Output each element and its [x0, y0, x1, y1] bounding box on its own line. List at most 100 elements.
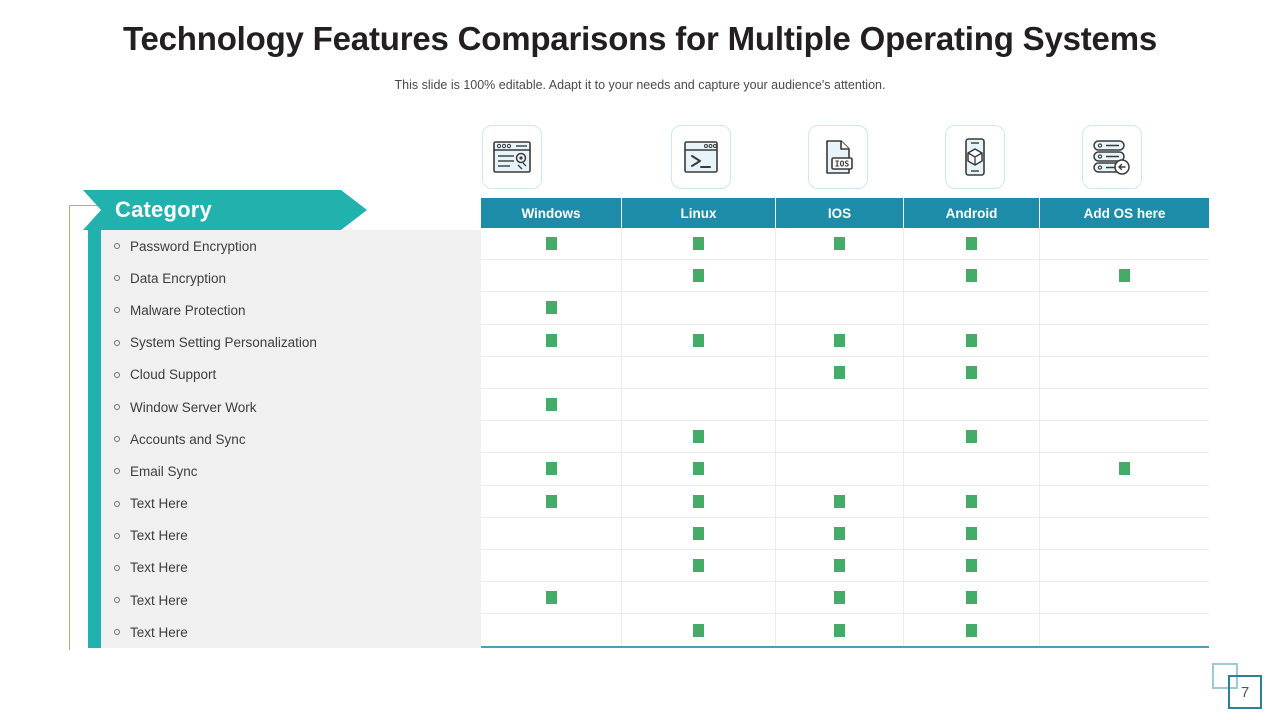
category-row-label: Data Encryption — [130, 270, 227, 286]
category-row[interactable]: Cloud Support — [114, 359, 474, 391]
matrix-cell[interactable] — [776, 485, 904, 518]
matrix-cell[interactable] — [622, 453, 776, 486]
matrix-cell[interactable] — [622, 517, 776, 550]
matrix-cell[interactable] — [776, 292, 904, 325]
matrix-cell[interactable] — [481, 228, 622, 261]
matrix-column-header[interactable]: Windows — [481, 198, 622, 228]
matrix-cell[interactable] — [904, 421, 1040, 454]
matrix-cell[interactable] — [1040, 550, 1209, 583]
matrix-cell[interactable] — [1040, 582, 1209, 615]
matrix-cell[interactable] — [904, 614, 1040, 647]
matrix-column-header[interactable]: Add OS here — [1040, 198, 1209, 228]
matrix-cell[interactable] — [622, 421, 776, 454]
check-square-icon — [966, 269, 977, 283]
category-row[interactable]: Password Encryption — [114, 230, 474, 262]
matrix-cell[interactable] — [622, 485, 776, 518]
matrix-column-header[interactable]: Android — [904, 198, 1040, 228]
matrix-cell[interactable] — [776, 517, 904, 550]
matrix-cell[interactable] — [904, 356, 1040, 389]
category-row[interactable]: Window Server Work — [114, 391, 474, 423]
matrix-cell[interactable] — [904, 453, 1040, 486]
matrix-cell[interactable] — [904, 292, 1040, 325]
matrix-cell[interactable] — [904, 517, 1040, 550]
matrix-cell[interactable] — [776, 356, 904, 389]
category-row[interactable]: Text Here — [114, 488, 474, 520]
page-number: 7 — [1240, 683, 1250, 701]
matrix-column-header[interactable]: Linux — [622, 198, 776, 228]
matrix-cell[interactable] — [481, 260, 622, 293]
category-row[interactable]: Data Encryption — [114, 262, 474, 294]
category-row[interactable]: Text Here — [114, 616, 474, 648]
matrix-cell[interactable] — [481, 388, 622, 422]
matrix-cell[interactable] — [481, 549, 622, 583]
matrix-cell[interactable] — [481, 356, 622, 389]
matrix-cell[interactable] — [776, 421, 904, 454]
matrix-cell[interactable] — [622, 292, 776, 325]
matrix-column-header[interactable]: IOS — [776, 198, 904, 228]
matrix-cell[interactable] — [904, 228, 1040, 261]
matrix-cell[interactable] — [904, 260, 1040, 293]
matrix-cell[interactable] — [481, 292, 622, 325]
category-row[interactable]: Text Here — [114, 584, 474, 616]
matrix-cell[interactable] — [622, 260, 776, 293]
matrix-cell[interactable] — [1040, 260, 1209, 293]
matrix-cell[interactable] — [776, 324, 904, 357]
matrix-cell[interactable] — [481, 485, 622, 518]
matrix-cell[interactable] — [904, 324, 1040, 357]
category-row[interactable]: Accounts and Sync — [114, 423, 474, 455]
matrix-cell[interactable] — [1040, 421, 1209, 454]
matrix-cell[interactable] — [1040, 325, 1209, 357]
matrix-cell[interactable] — [904, 388, 1040, 422]
matrix-cell[interactable] — [622, 324, 776, 357]
matrix-row — [481, 388, 1209, 422]
empty-cell-marker — [546, 430, 557, 443]
check-square-icon — [966, 365, 977, 379]
matrix-cell[interactable] — [622, 582, 776, 615]
matrix-cell[interactable] — [904, 582, 1040, 615]
matrix-cell[interactable] — [622, 549, 776, 583]
category-banner-label: Category — [115, 197, 212, 222]
matrix-cell[interactable] — [481, 582, 622, 615]
matrix-cell[interactable] — [1040, 614, 1209, 646]
matrix-cell[interactable] — [1040, 357, 1209, 389]
matrix-cell[interactable] — [776, 549, 904, 583]
category-row[interactable]: System Setting Personalization — [114, 327, 474, 359]
check-square-icon — [834, 365, 845, 379]
matrix-cell[interactable] — [904, 485, 1040, 518]
category-row-label: Email Sync — [130, 463, 198, 479]
category-row[interactable]: Text Here — [114, 552, 474, 584]
matrix-cell[interactable] — [481, 324, 622, 357]
category-row-label: System Setting Personalization — [130, 335, 317, 351]
matrix-cell[interactable] — [1040, 389, 1209, 422]
check-square-icon — [693, 623, 704, 637]
matrix-cell[interactable] — [776, 582, 904, 615]
matrix-cell[interactable] — [904, 549, 1040, 583]
matrix-cell[interactable] — [622, 228, 776, 261]
matrix-cell[interactable] — [1040, 228, 1209, 261]
matrix-cell[interactable] — [622, 388, 776, 422]
category-row[interactable]: Email Sync — [114, 455, 474, 487]
category-row[interactable]: Text Here — [114, 520, 474, 552]
matrix-cell[interactable] — [776, 614, 904, 647]
matrix-cell[interactable] — [776, 388, 904, 422]
matrix-cell[interactable] — [481, 614, 622, 647]
matrix-cell[interactable] — [481, 453, 622, 486]
matrix-cell[interactable] — [1040, 453, 1209, 486]
matrix-cell[interactable] — [1040, 518, 1209, 550]
check-square-icon — [545, 494, 557, 508]
matrix-row — [481, 582, 1209, 615]
matrix-cell[interactable] — [622, 356, 776, 389]
matrix-cell[interactable] — [481, 517, 622, 550]
bullet-circle-icon — [114, 629, 120, 636]
matrix-cell[interactable] — [622, 614, 776, 647]
matrix-cell[interactable] — [481, 421, 622, 454]
category-row[interactable]: Malware Protection — [114, 294, 474, 326]
bullet-circle-icon — [114, 597, 120, 604]
matrix-cell[interactable] — [776, 228, 904, 261]
matrix-cell[interactable] — [776, 260, 904, 293]
matrix-cell[interactable] — [776, 453, 904, 486]
matrix-cell[interactable] — [1040, 486, 1209, 518]
matrix-cell[interactable] — [1040, 292, 1209, 325]
